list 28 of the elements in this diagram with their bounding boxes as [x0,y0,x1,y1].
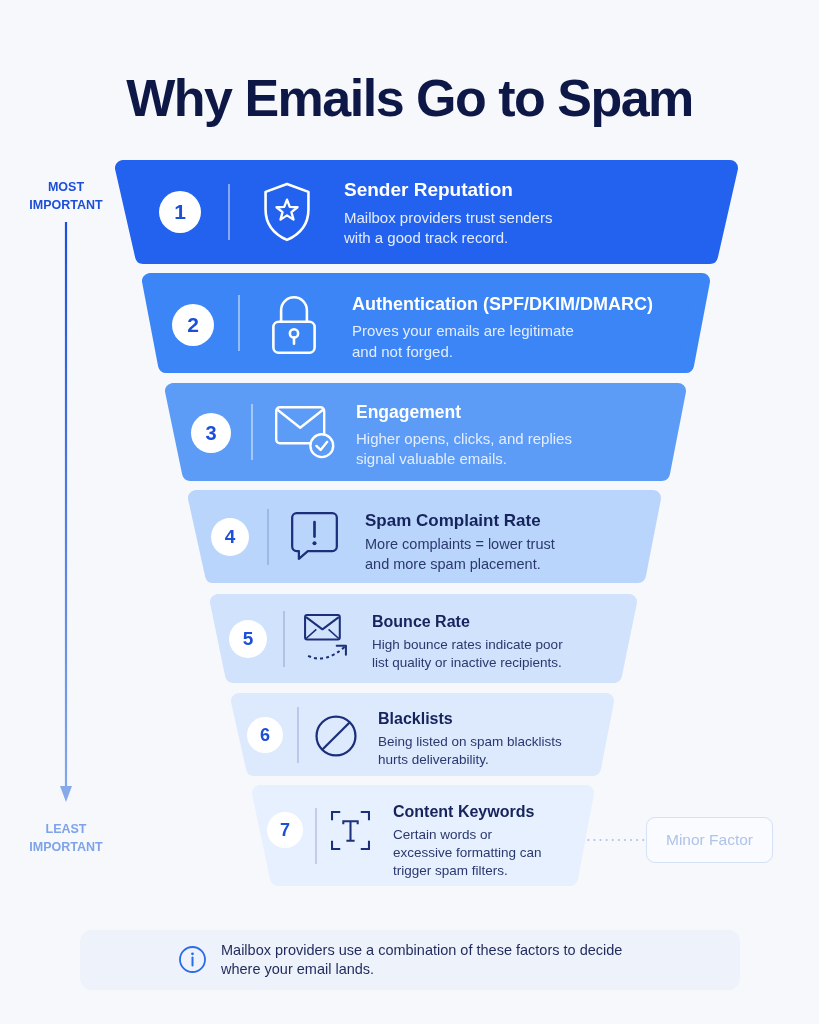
note-text: Mailbox providers use a combination of these factors to decide where your email lands. [221,941,624,979]
scale-label: LEAST IMPORTANT [29,821,103,856]
funnel-layer [231,693,614,776]
funnel-layer [115,160,738,264]
tag-label: Minor Factor [646,817,773,863]
layer-heading: Engagement [356,401,462,424]
layer-description: Being listed on spam blacklists hurts deliverability. [378,732,563,769]
layer-description: Proves your emails are legitimate and not forged. [352,321,575,362]
layer-heading: Content Keywords [393,802,535,822]
title: Why Emails Go to Spam [126,68,693,128]
note-panel [80,930,740,990]
layer-description: Mailbox providers trust senders with a good track record. [344,207,554,248]
funnel-layer [165,383,686,481]
funnel-layer [252,785,594,886]
layer-heading: Authentication (SPF/DKIM/DMARC) [352,293,653,316]
layer-heading: Spam Complaint Rate [365,510,541,532]
funnel-layer [210,594,637,683]
layer-heading: Sender Reputation [344,178,513,202]
funnel-layer [188,490,661,583]
layer-description: More complaints = lower trust and more spam placement. [365,535,556,574]
layer-description: High bounce rates indicate poor list quality or inactive recipients. [372,635,564,672]
layer-heading: Blacklists [378,709,453,729]
scale-label: MOST IMPORTANT [29,179,103,214]
layer-heading: Bounce Rate [372,612,470,632]
funnel-layer [142,273,710,373]
dotted-connector [587,838,646,842]
layer-description: Certain words or excessive formatting can trigger spam filters. [393,825,543,881]
layer-description: Higher opens, clicks, and replies signal valuable emails. [356,428,573,469]
